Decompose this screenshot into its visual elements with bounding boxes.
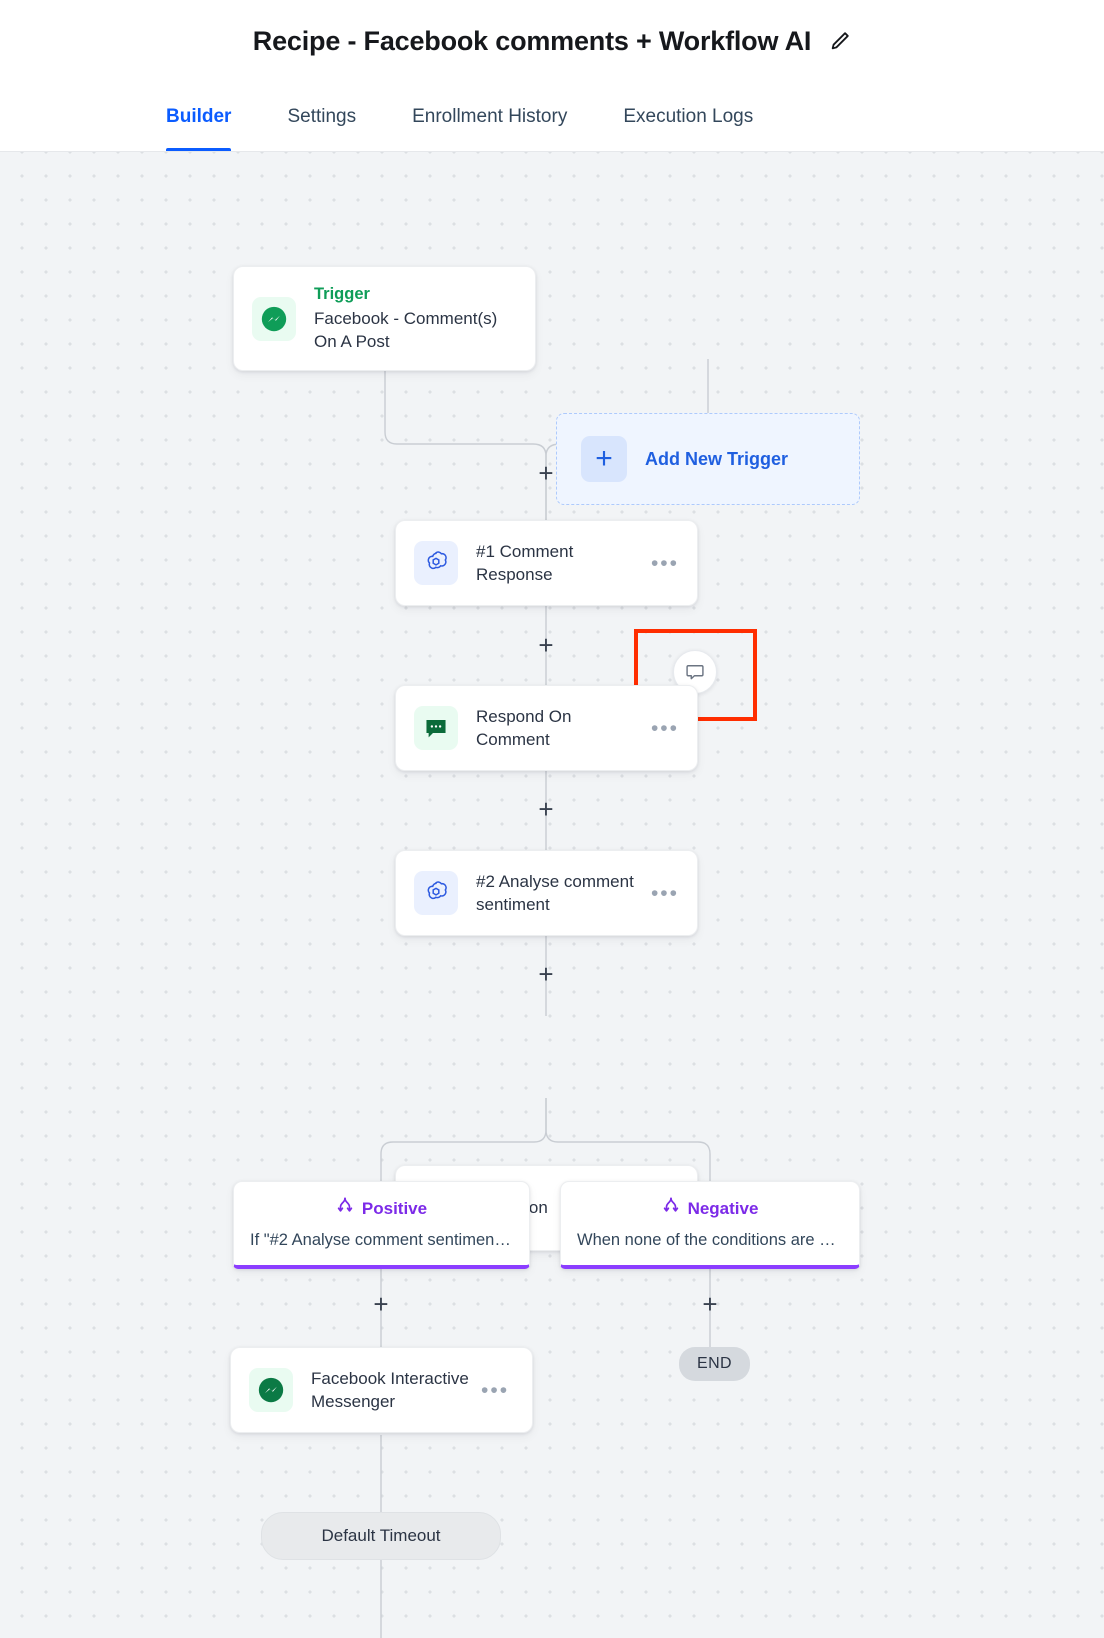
add-step-handle-6[interactable]: + — [702, 1289, 718, 1319]
node-respond-on-comment[interactable]: Respond On Comment ••• — [395, 685, 698, 771]
branch-positive-head: Positive — [250, 1196, 513, 1221]
pencil-icon[interactable] — [829, 30, 851, 52]
tab-settings[interactable]: Settings — [287, 82, 356, 151]
tab-enrollment-history[interactable]: Enrollment History — [412, 82, 567, 151]
plus-icon: + — [581, 436, 627, 482]
openai-icon — [414, 871, 458, 915]
workflow-canvas[interactable]: Trigger Facebook - Comment(s) On A Post … — [0, 152, 1104, 1638]
node-title: #1 Comment Response — [476, 541, 574, 584]
node-analyse-comment-sentiment[interactable]: #2 Analyse comment sentiment ••• — [395, 850, 698, 936]
node-comment-response-labels: #1 Comment Response — [476, 540, 641, 587]
branch-positive-description: If "#2 Analyse comment sentiment - R… — [250, 1231, 513, 1249]
tab-execution-logs[interactable]: Execution Logs — [623, 82, 753, 151]
add-new-trigger-button[interactable]: + Add New Trigger — [556, 413, 860, 505]
facebook-messenger-icon — [249, 1368, 293, 1412]
tab-builder-label: Builder — [166, 105, 232, 127]
node-menu-button[interactable]: ••• — [650, 881, 679, 905]
branch-negative-label: Negative — [687, 1198, 759, 1218]
node-respond-on-comment-labels: Respond On Comment — [476, 705, 641, 752]
tab-bar: Builder Settings Enrollment History Exec… — [0, 82, 1104, 152]
trigger-node-labels: Trigger Facebook - Comment(s) On A Post — [314, 283, 517, 354]
facebook-messenger-icon — [252, 296, 296, 341]
branch-fork-icon — [662, 1196, 680, 1221]
page-title: Recipe - Facebook comments + Workflow AI — [252, 25, 812, 56]
tab-builder[interactable]: Builder — [166, 82, 232, 151]
tab-execution-logs-label: Execution Logs — [623, 105, 754, 127]
app-header: Recipe - Facebook comments + Workflow AI — [0, 0, 1104, 82]
node-analyse-labels: #2 Analyse comment sentiment — [476, 870, 641, 917]
comment-bubble-icon — [414, 706, 458, 750]
node-menu-button[interactable]: ••• — [650, 551, 679, 575]
node-comment-response[interactable]: #1 Comment Response ••• — [395, 520, 698, 606]
node-title: #2 Analyse comment sentiment — [476, 871, 634, 914]
branch-negative-description: When none of the conditions are met — [577, 1231, 843, 1249]
branch-negative[interactable]: Negative When none of the conditions are… — [560, 1181, 860, 1269]
branch-positive[interactable]: Positive If "#2 Analyse comment sentimen… — [233, 1181, 530, 1269]
node-menu-button[interactable]: ••• — [481, 1378, 510, 1402]
node-title: Facebook Interactive Messenger — [311, 1368, 469, 1411]
node-menu-button[interactable]: ••• — [650, 716, 679, 740]
branch-fork-icon — [336, 1196, 354, 1221]
default-timeout-pill[interactable]: Default Timeout — [261, 1512, 501, 1560]
add-step-handle-1[interactable]: + — [538, 458, 554, 488]
tab-settings-label: Settings — [287, 105, 357, 127]
add-step-handle-2[interactable]: + — [538, 630, 554, 660]
node-title: Respond On Comment — [476, 706, 572, 749]
branch-negative-head: Negative — [577, 1196, 843, 1221]
add-step-handle-5[interactable]: + — [373, 1289, 389, 1319]
add-new-trigger-label: Add New Trigger — [645, 448, 789, 469]
trigger-title: Facebook - Comment(s) On A Post — [314, 309, 498, 352]
end-badge: END — [679, 1347, 750, 1381]
node-fb-messenger-labels: Facebook Interactive Messenger — [311, 1367, 471, 1414]
trigger-node[interactable]: Trigger Facebook - Comment(s) On A Post — [233, 266, 536, 371]
trigger-kicker: Trigger — [314, 285, 370, 304]
add-step-handle-3[interactable]: + — [538, 794, 554, 824]
node-facebook-interactive-messenger[interactable]: Facebook Interactive Messenger ••• — [230, 1347, 533, 1433]
add-step-handle-4[interactable]: + — [538, 959, 554, 989]
tab-enrollment-history-label: Enrollment History — [412, 105, 568, 127]
branch-positive-label: Positive — [361, 1198, 428, 1218]
openai-icon — [414, 541, 458, 585]
